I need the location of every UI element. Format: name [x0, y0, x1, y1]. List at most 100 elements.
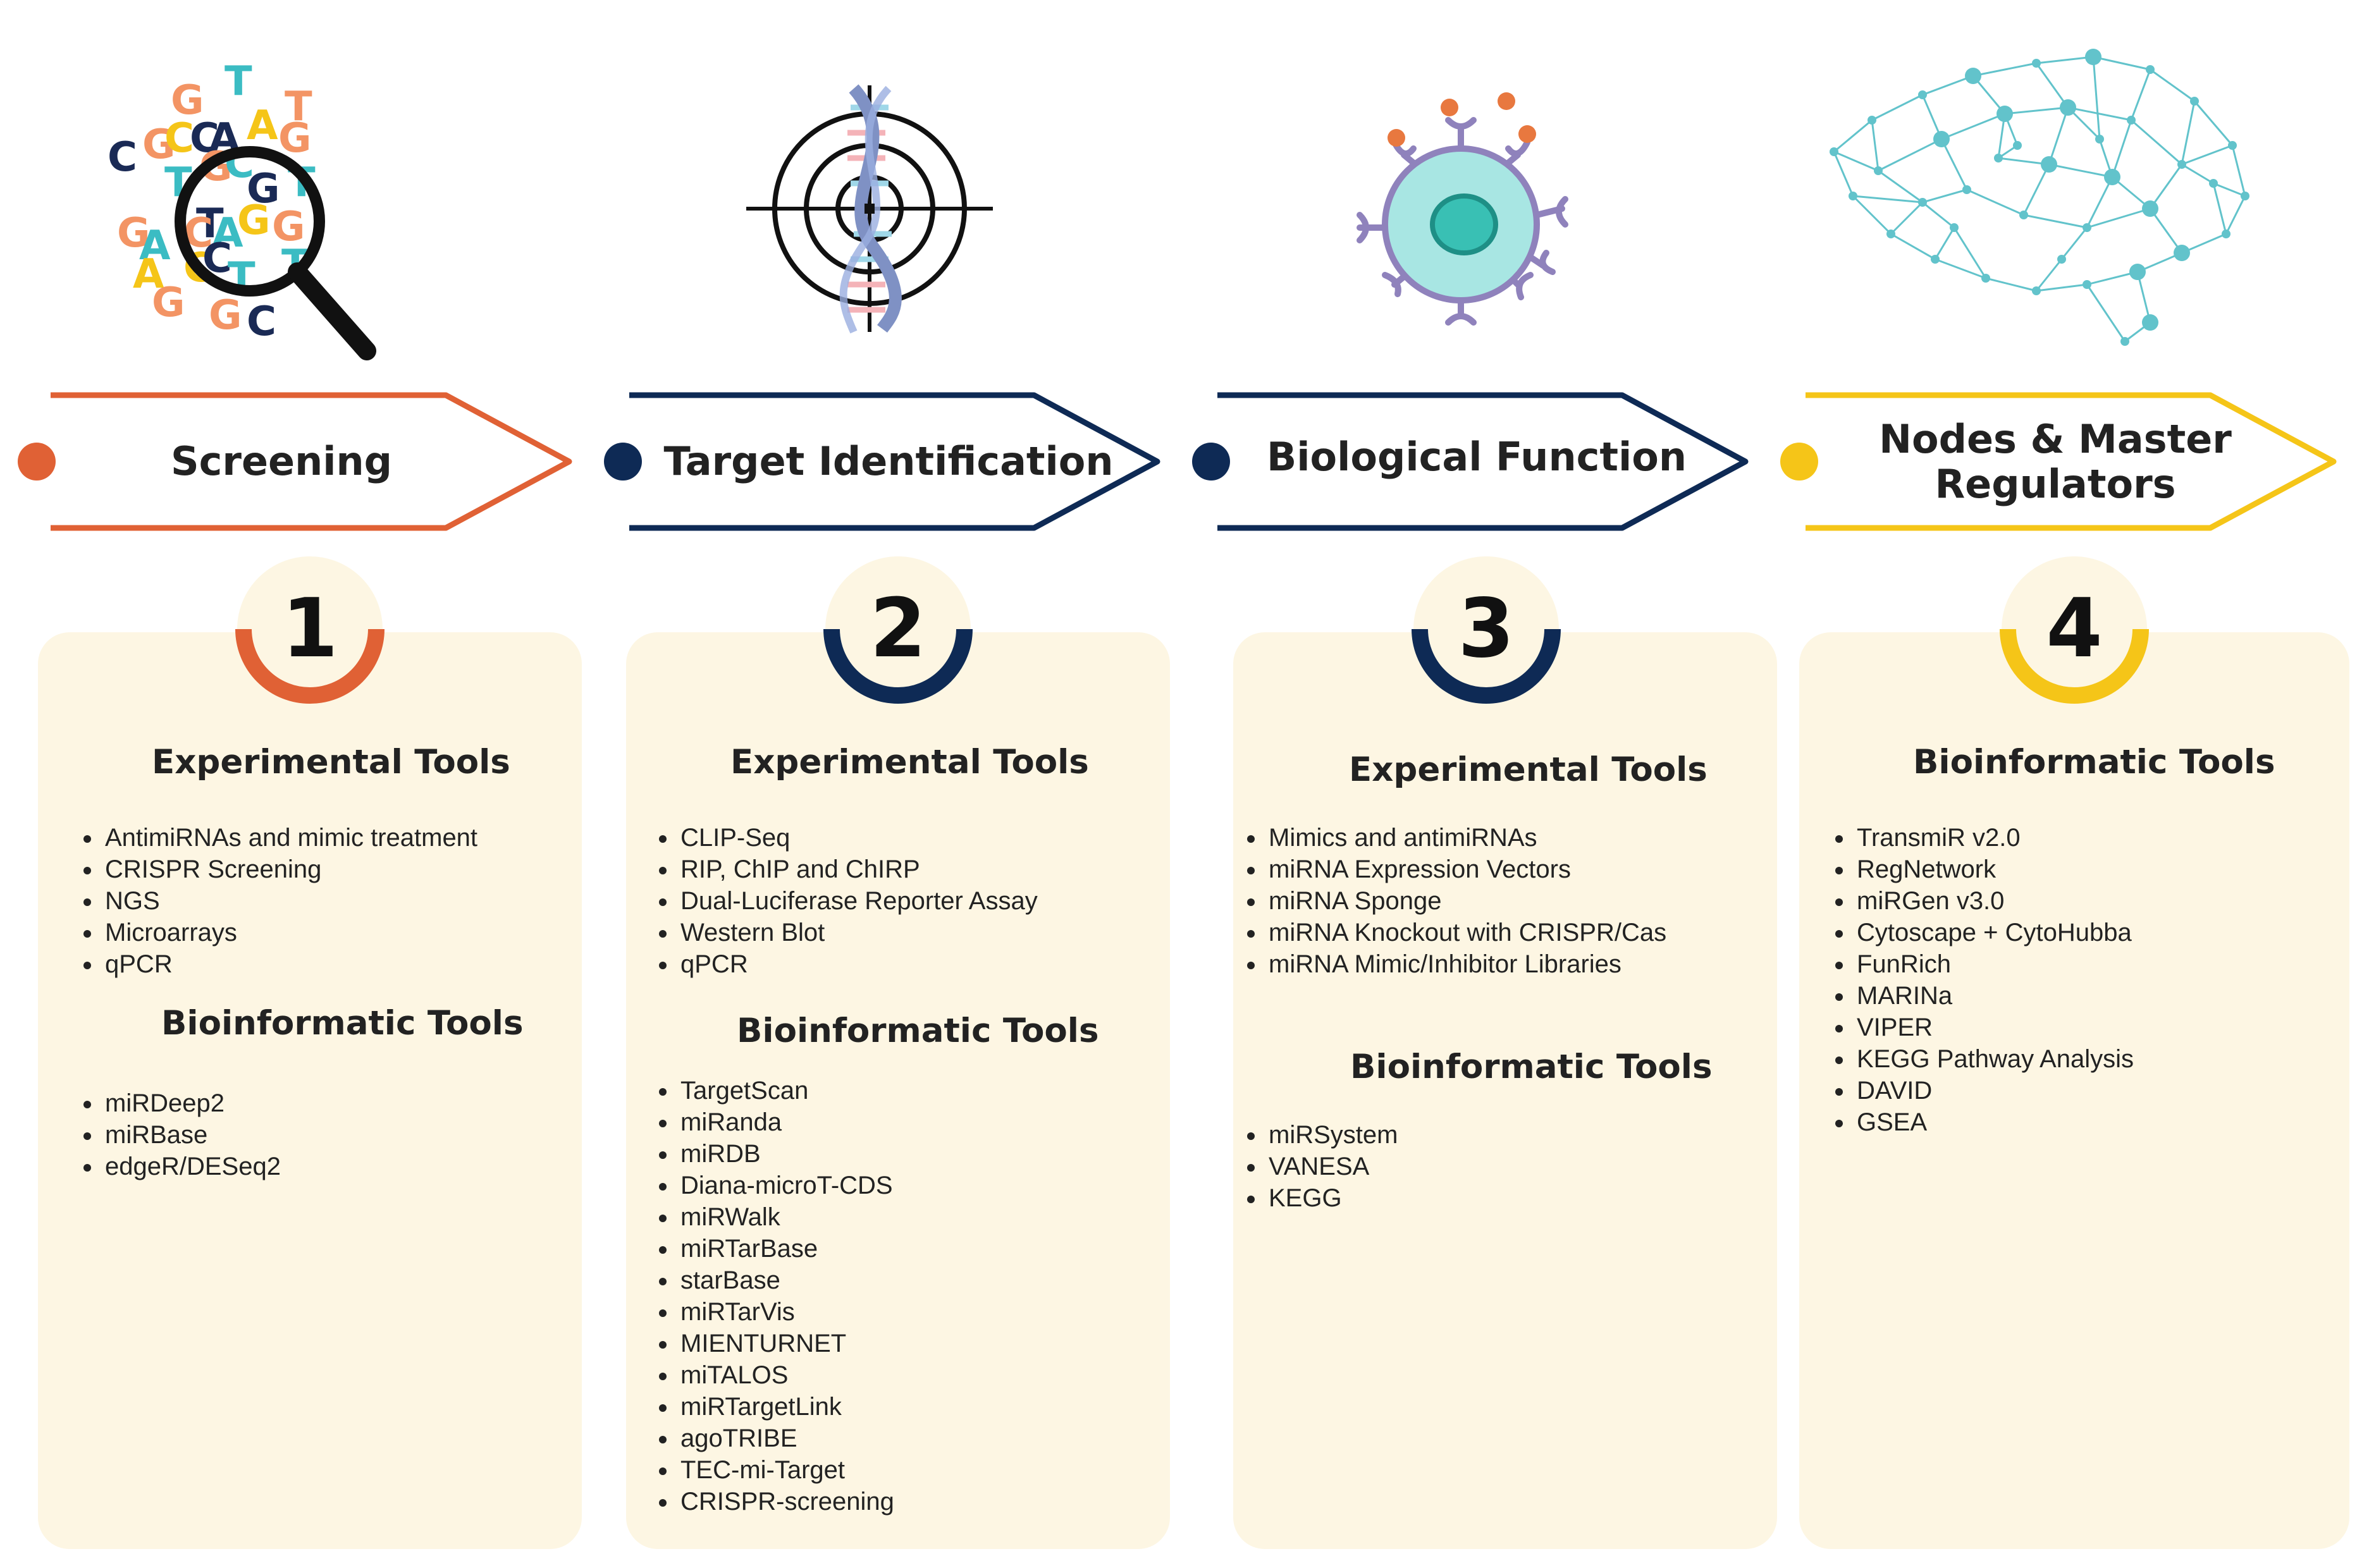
network-edge	[1953, 227, 1987, 279]
network-edge	[2150, 68, 2195, 102]
dna-letter: C	[247, 298, 276, 345]
tool-list-item: miRTarBase	[678, 1233, 894, 1265]
tool-list-item: Dual-Luciferase Reporter Assay	[678, 885, 1038, 917]
tool-list-item: MARINa	[1854, 980, 2134, 1012]
tool-list: CLIP-SeqRIP, ChIP and ChIRPDual-Lucifera…	[645, 822, 1038, 980]
network-node	[2041, 156, 2057, 173]
dna-letter: G	[171, 77, 204, 124]
network-node	[1886, 230, 1895, 238]
network-edge	[2086, 271, 2138, 286]
tool-list: TargetScanmiRandamiRDBDiana-microT-CDSmi…	[645, 1075, 894, 1517]
dna-letter: G	[209, 292, 242, 339]
tool-list-item: RIP, ChIP and ChIRP	[678, 854, 1038, 885]
network-node	[2129, 264, 2146, 280]
network-edge	[1878, 169, 1923, 204]
tool-list-item: miRBase	[102, 1119, 281, 1151]
network-edge	[1890, 201, 1924, 235]
tool-list: AntimiRNAs and mimic treatmentCRISPR Scr…	[70, 822, 477, 980]
dna-letter: C	[108, 134, 137, 181]
network-node	[2060, 99, 2076, 116]
network-node	[2032, 286, 2041, 295]
network-edge	[2036, 283, 2088, 292]
network-edge	[2149, 208, 2183, 254]
network-node	[1994, 154, 2003, 162]
network-edge	[2181, 101, 2196, 165]
stage-header-3	[1192, 392, 1749, 531]
tool-list-item: TargetScan	[678, 1075, 894, 1106]
dna-letter: G	[237, 197, 271, 244]
network-node	[1997, 106, 2013, 122]
network-edge	[2181, 163, 2214, 185]
network-edge	[1998, 157, 2050, 166]
network-node	[1849, 192, 1857, 200]
network-edge	[2060, 227, 2088, 260]
section-title: Bioinformatic Tools	[1350, 1048, 1713, 1086]
tool-list-item: VANESA	[1266, 1151, 1398, 1182]
section-title: Bioinformatic Tools	[1913, 743, 2275, 781]
network-node	[2013, 141, 2022, 150]
tool-list-item: miRTargetLink	[678, 1391, 894, 1423]
tool-list-item: miRSystem	[1266, 1119, 1398, 1151]
network-node	[2228, 141, 2237, 150]
network-edge	[1852, 195, 1892, 235]
network-edge	[1972, 62, 2037, 77]
network-edge	[2225, 195, 2246, 235]
network-edge	[2131, 119, 2182, 166]
network-edge	[2112, 176, 2151, 210]
stage-number-3: 3	[1458, 582, 1515, 676]
tool-list-item: miRanda	[678, 1106, 894, 1138]
tool-list-item: miRNA Sponge	[1266, 885, 1666, 917]
tool-list: Mimics and antimiRNAsmiRNA Expression Ve…	[1233, 822, 1666, 980]
network-edge	[1922, 188, 1967, 204]
tool-list: TransmiR v2.0RegNetworkmiRGen v3.0Cytosc…	[1821, 822, 2134, 1138]
network-edge	[1833, 119, 1873, 153]
dna-letter: C	[164, 115, 194, 162]
tool-list-item: KEGG	[1266, 1182, 1398, 1214]
tool-list-item: miTALOS	[678, 1359, 894, 1391]
network-edge	[1922, 75, 1974, 96]
stage-card-2	[626, 632, 1170, 1549]
network-edge	[2149, 164, 2183, 209]
tool-list-item: CLIP-Seq	[678, 822, 1038, 854]
network-edge	[1966, 188, 2024, 216]
network-edge	[2093, 56, 2151, 71]
stage-badge-ring-1	[235, 556, 385, 704]
tool-list-item: starBase	[678, 1265, 894, 1296]
network-edge	[2048, 163, 2113, 178]
dna-letter: G	[278, 115, 312, 162]
network-edge	[2092, 56, 2101, 140]
stage-number-2: 2	[870, 582, 926, 676]
stage-card-4	[1799, 632, 2349, 1549]
dna-letter: A	[247, 102, 278, 149]
dna-letter: A	[212, 210, 243, 257]
stage-label-nodes-master-regulators: Nodes & Master Regulators	[1879, 415, 2232, 507]
network-edge	[2086, 207, 2151, 229]
network-node	[1874, 166, 1883, 175]
dna-letter: G	[117, 210, 151, 257]
dna-letter: A	[139, 223, 171, 269]
network-node	[1931, 255, 1940, 264]
tool-list-item: DAVID	[1854, 1075, 2134, 1106]
dna-letters-magnifier-icon: GTGCATCAGCGTGCTGTCGAGCATCATGGC	[108, 58, 376, 360]
section-title: Bioinformatic Tools	[161, 1004, 524, 1043]
stage-label-target-identification: Target Identification	[663, 438, 1114, 485]
tool-list-item: Cytoscape + CytoHubba	[1854, 917, 2134, 948]
network-node	[2032, 59, 2041, 68]
dna-letter: T	[285, 83, 312, 130]
network-edge	[2086, 284, 2126, 342]
network-node	[2095, 135, 2104, 144]
dna-letter: G	[247, 166, 280, 212]
network-edge	[2022, 164, 2050, 216]
network-edge	[2212, 183, 2227, 235]
dna-letter: A	[133, 251, 164, 298]
network-edge	[2067, 106, 2132, 121]
network-node	[2177, 160, 2186, 169]
network-node	[2085, 49, 2101, 65]
network-edge	[2048, 107, 2069, 165]
tool-list-item: CRISPR Screening	[102, 854, 477, 885]
tool-list-item: miRWalk	[678, 1201, 894, 1233]
tool-list-item: Mimics and antimiRNAs	[1266, 822, 1666, 854]
network-edge	[2130, 69, 2151, 121]
tool-list-item: qPCR	[102, 948, 477, 980]
network-node	[2146, 65, 2155, 74]
